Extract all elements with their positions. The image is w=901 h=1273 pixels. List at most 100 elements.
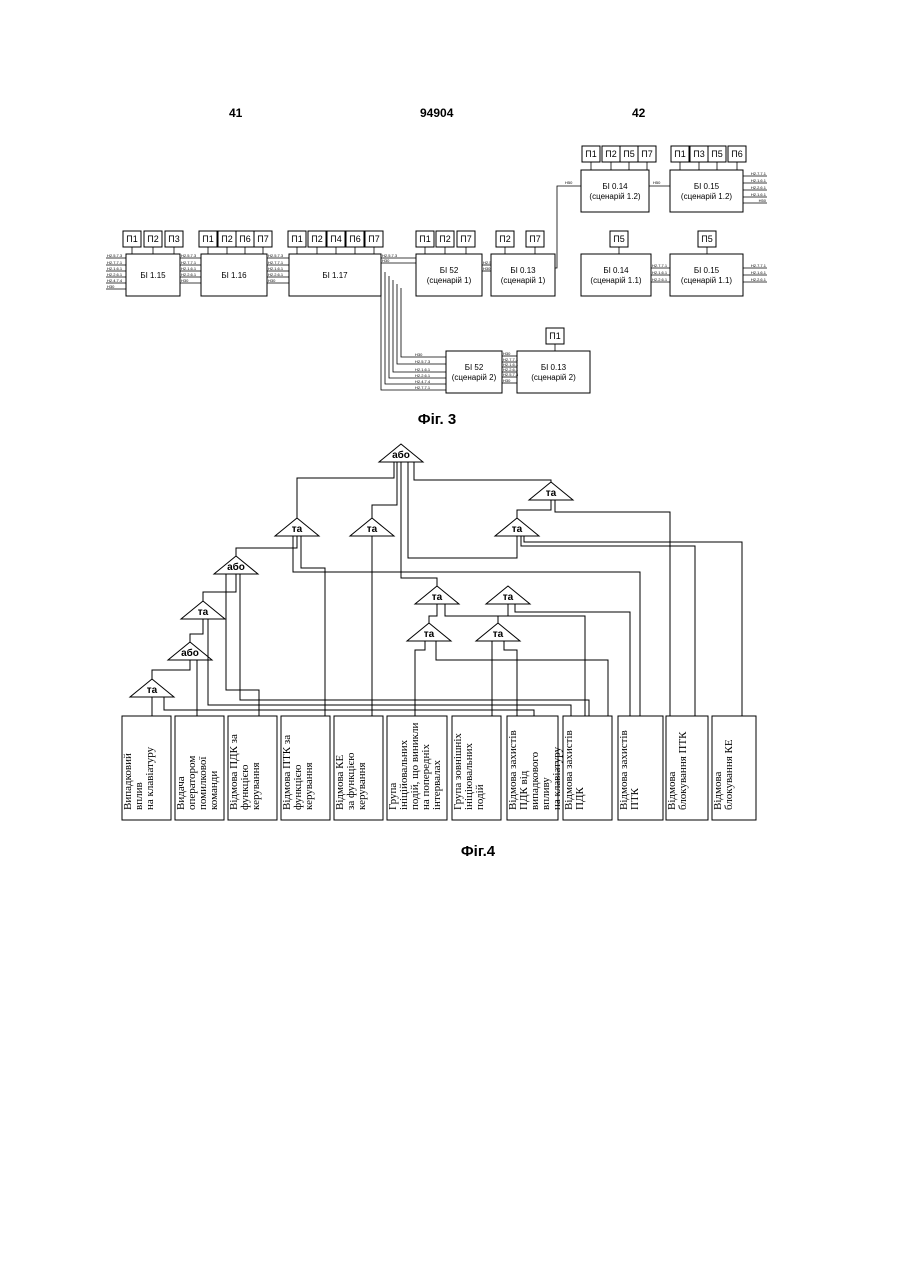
bi-0-15-s12-block-scenario: (сценарій 1.2)	[681, 192, 733, 201]
bi-1-15-in-signal-b: Н2.7.7.1	[107, 260, 123, 265]
bi-1-16-param-p7-label: П7	[257, 234, 268, 244]
bi-0-15-s12-out-signal-b: Н2.7.7.1	[751, 171, 767, 176]
bi-1-16-param-p6-label: П6	[239, 234, 250, 244]
bi-0-14-s12-block	[581, 170, 649, 212]
bi-0-13-s1-to-bi-0-14	[555, 186, 581, 268]
bi-0-14-s11-block-label: БІ 0.14	[603, 266, 629, 275]
bi-52-s2-out-signal-a: Н2.5.7.3	[503, 372, 519, 377]
gate-or-top-label: або	[392, 449, 410, 461]
bi-0-13-s2-param-p1-label: П1	[549, 331, 560, 341]
bi-52-s2-block-label: БІ 52	[465, 363, 484, 372]
bi-52-s2-out-signal-h: Н30	[503, 378, 511, 383]
leaf-3-label-line: керування	[250, 762, 262, 810]
bi-1-16-out-signal-d: Н2.2.6.1	[268, 272, 284, 277]
fault-tree-connector	[372, 462, 397, 518]
bi-0-15-s12-block-label: БІ 0.15	[694, 182, 720, 191]
bi-52-s2-signal-c: Н2.1.6.1	[415, 367, 431, 372]
bi-0-14-s11-block-scenario: (сценарій 1.1)	[590, 276, 642, 285]
bi-1-15-out-signal-c: Н2.1.6.1	[181, 266, 197, 271]
fault-tree-connector	[408, 462, 517, 558]
bi-52-s2-signal-b: Н2.7.7.1	[415, 385, 431, 390]
bi-0-15-s11-out-signal-b: Н2.7.7.1	[751, 263, 767, 268]
bi-52-s1-param-p7-label: П7	[460, 234, 471, 244]
bi-0-13-s1-param-p2-label: П2	[499, 234, 510, 244]
bi-52-s2-signal-d: Н2.2.6.1	[415, 373, 431, 378]
bi-0-15-s12-param-p5-label: П5	[711, 149, 722, 159]
gate-and-h-label: та	[493, 629, 504, 640]
fault-tree-connector	[152, 660, 190, 679]
leaf-1-label-line: на клавіатуру	[144, 746, 156, 810]
leaf-6-label-line: інтервалах	[431, 759, 443, 810]
bi-52-s2-out-signal-h: Н30	[503, 351, 511, 356]
figure-3-caption: Фіг. 3	[418, 411, 456, 428]
leaf-11-label-line: блокування ПТК	[677, 731, 689, 810]
bi-0-14-s11-out-signal-d: Н2.2.6.1	[652, 277, 668, 282]
bi-0-14-s11-out-signal-b: Н2.7.7.1	[652, 263, 668, 268]
leaf-12-label-line: блокування КЕ	[723, 739, 735, 810]
gate-and-f-label: та	[198, 607, 209, 618]
fault-tree-connector	[203, 574, 236, 601]
bi-52-s2-signal-h: Н30	[415, 352, 423, 357]
bi-0-15-s11-out-signal-d: Н2.2.6.1	[751, 277, 767, 282]
bi-1-16-out-signal-a: Н2.5.7.3	[268, 253, 284, 258]
bi-52-s1-out-signal-h: Н30	[483, 266, 491, 271]
bi-0-14-s12-param-p2-label: П2	[605, 149, 616, 159]
leaf-4-label-line: керування	[303, 762, 315, 810]
bi-0-14-s12-param-p1-label: П1	[585, 149, 596, 159]
bi-0-14-s12-block-scenario: (сценарій 1.2)	[589, 192, 641, 201]
bi-0-14-s11-block	[581, 254, 651, 296]
bi-1-16-out-signal-c: Н2.1.6.1	[268, 266, 284, 271]
bi-52-s1-block	[416, 254, 482, 296]
bi-52-s1-param-p2-label: П2	[439, 234, 450, 244]
bi-0-15-s11-block-label: БІ 0.15	[694, 266, 720, 275]
bi-1-16-param-p1-label: П1	[202, 234, 213, 244]
gate-and-b-label: та	[367, 524, 378, 535]
bi-0-13-s1-signal-h50: Н50	[565, 180, 573, 185]
bi-0-15-s12-out-signal-c: Н2.1.6.1	[751, 192, 767, 197]
bi-0-15-s11-block-scenario: (сценарій 1.1)	[681, 276, 733, 285]
bi-0-15-s11-out-signal-c: Н2.1.6.1	[751, 270, 767, 275]
bi-0-13-s2-block-label: БІ 0.13	[541, 363, 567, 372]
bi-0-14-s11-param-p5-label: П5	[613, 234, 624, 244]
bi-0-15-s12-block	[670, 170, 743, 212]
leaf-10-label-line: ПТК	[629, 787, 641, 810]
bi-0-13-s1-param-p7-label: П7	[529, 234, 540, 244]
bi-1-17-param-p1-label: П1	[291, 234, 302, 244]
bi-1-15-out-signal-a: Н2.5.7.3	[181, 253, 197, 258]
bi-52-s2-block	[446, 351, 502, 393]
bi-0-15-s12-out-signal-c: Н2.1.6.1	[751, 178, 767, 183]
fault-tree-connector	[236, 536, 297, 556]
bi-1-15-in-signal-e: Н2.4.7.4	[107, 278, 123, 283]
gate-and-a-label: та	[292, 524, 303, 535]
bi-52-s2-signal-e: Н2.4.7.4	[415, 379, 431, 384]
bi-1-17-bus-line	[401, 288, 446, 357]
bi-52-s1-block-label: БІ 52	[440, 266, 459, 275]
bi-1-15-in-signal-c: Н2.1.6.1	[107, 266, 123, 271]
bi-0-15-s11-param-p5-label: П5	[701, 234, 712, 244]
gate-and-bottom-label: та	[147, 685, 158, 696]
gate-or-low-label: або	[181, 647, 199, 659]
bi-0-14-s12-param-p5-label: П5	[623, 149, 634, 159]
leaf-7-label-line: подій	[474, 784, 486, 810]
bi-0-15-s11-block	[670, 254, 743, 296]
bi-0-15-s12-param-p6-label: П6	[731, 149, 742, 159]
fault-tree-connector	[524, 536, 742, 716]
leaf-5-label-line: керування	[356, 762, 368, 810]
figure-4-caption: Фіг.4	[461, 843, 496, 860]
fault-tree-connector	[226, 574, 259, 716]
bi-0-15-s12-param-p1-label: П1	[674, 149, 685, 159]
fault-tree-connector	[429, 604, 437, 623]
bi-1-15-param-p3-label: П3	[168, 234, 179, 244]
bi-1-17-block-label: БІ 1.17	[322, 271, 348, 280]
bi-1-17-param-p4-label: П4	[330, 234, 341, 244]
bi-1-16-out-signal-h: Н30	[268, 278, 276, 283]
gate-and-right-top-label: та	[546, 488, 557, 499]
bi-1-15-in-signal-d: Н2.2.6.1	[107, 272, 123, 277]
bi-1-15-out-signal-d: Н2.2.6.1	[181, 272, 197, 277]
bi-0-14-s12-param-p7-label: П7	[641, 149, 652, 159]
bi-1-17-param-p7-label: П7	[368, 234, 379, 244]
fault-tree-connector	[297, 462, 394, 518]
leaf-9-label-line: ПДК	[574, 787, 586, 810]
bi-0-13-s1-block-scenario: (сценарій 1)	[501, 276, 546, 285]
fault-tree-connector	[555, 500, 670, 716]
